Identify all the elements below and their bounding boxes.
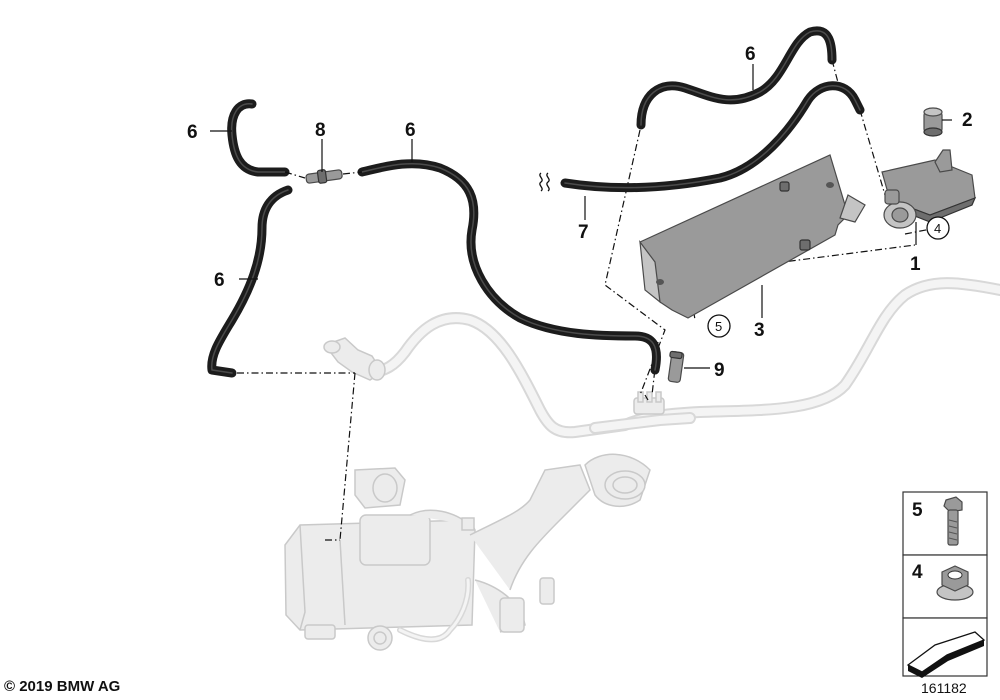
callout-9: 9 (714, 360, 725, 381)
callout-8: 8 (315, 120, 326, 141)
connection-lines (237, 59, 937, 541)
callout-6-left: 6 (214, 270, 225, 291)
diagram-id-text: 161182 (921, 680, 967, 696)
ghost-pipe-connector (323, 337, 386, 381)
ghost-egr-assembly (284, 453, 651, 651)
callout-4-circled: 4 (934, 221, 941, 236)
legend-label-4: 4 (912, 562, 923, 583)
fitting-part-9 (667, 350, 685, 383)
direction-arrow-icon (906, 631, 986, 678)
hoses (207, 26, 865, 378)
hose-6-middle (357, 159, 661, 375)
legend-label-5: 5 (912, 500, 923, 521)
copyright-text: © 2019 BMW AG (4, 678, 121, 695)
flange-nut-icon (936, 565, 974, 601)
callout-2: 2 (962, 110, 973, 131)
callout-6-upper-left: 6 (187, 122, 198, 143)
callout-5-circled: 5 (715, 319, 722, 334)
legend-panel: 5 4 (902, 491, 988, 678)
ghost-port-fitting (633, 391, 665, 415)
bolt-icon (943, 496, 963, 546)
callout-1: 1 (910, 254, 921, 275)
ghost-main-pipe (364, 277, 1000, 439)
cap-part-2 (923, 107, 943, 137)
bracket-part-3 (639, 154, 866, 319)
callout-6-middle: 6 (405, 120, 416, 141)
leader-lines (210, 64, 952, 369)
callout-6-top-right: 6 (745, 44, 756, 65)
callouts: 6 8 6 6 6 7 2 1 3 9 4 5 (187, 44, 973, 381)
valve-part-1 (881, 149, 977, 229)
callout-7: 7 (578, 222, 589, 243)
hose-break-symbol (546, 172, 550, 192)
check-valve-part-8 (284, 169, 363, 184)
callout-3: 3 (754, 320, 765, 341)
